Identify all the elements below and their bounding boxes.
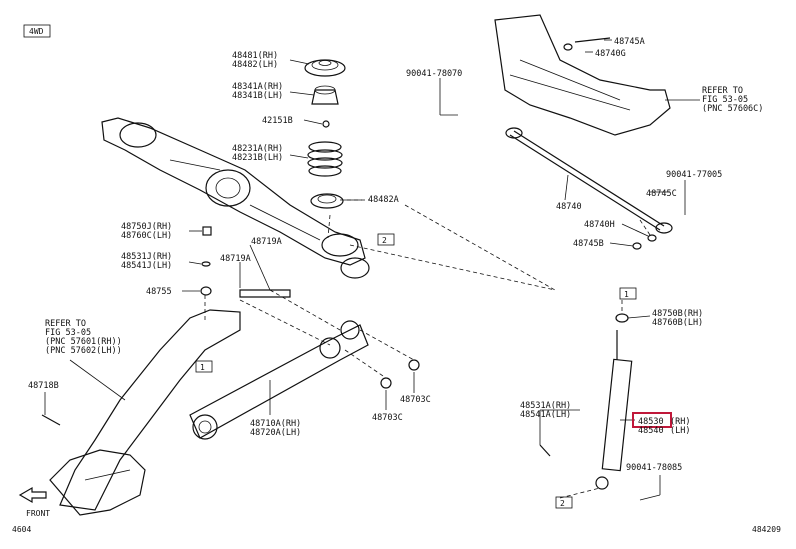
label-48341: 48341A(RH)48341B(LH): [232, 82, 283, 101]
shock-absorber: [595, 330, 633, 490]
bushing-48740h: [647, 234, 657, 242]
nut-48703c-2: [380, 377, 392, 389]
bolt-48719a-1: [239, 289, 291, 298]
label-48740: 48740: [556, 202, 582, 212]
lower-control-arm: [189, 320, 369, 440]
upper-insulator: [304, 59, 346, 77]
label-48703c-2: 48703C: [372, 413, 403, 423]
label-48755: 48755: [146, 287, 172, 297]
bolt-48718b: [41, 414, 61, 426]
label-90041-78085: 90041-78085: [626, 463, 682, 473]
label-48719a-2: 48719A: [220, 254, 251, 264]
shock-cushion: [615, 313, 629, 323]
callout-1-left-frame: [195, 360, 213, 373]
washer-48531j: [201, 261, 211, 267]
label-48710a: 48710A(RH)48720A(LH): [250, 419, 301, 438]
4wd-tag-frame: [23, 24, 51, 38]
body-side-member: [49, 309, 241, 516]
label-48481: 48481(RH)48482(LH): [232, 51, 278, 70]
label-48718b: 48718B: [28, 381, 59, 391]
label-48231: 48231A(RH)48231B(LH): [232, 144, 283, 163]
label-42151b: 42151B: [262, 116, 293, 126]
4wd-tag: 4WD: [29, 27, 44, 36]
label-48745c: 48745C: [646, 189, 677, 199]
callout-1-left: 1: [200, 363, 205, 372]
callout-2-bottom: 2: [560, 499, 565, 508]
label-48745b: 48745B: [573, 239, 604, 249]
code-right: 484209: [752, 525, 781, 534]
label-48531a: 48531A(RH)48541A(LH): [520, 401, 571, 420]
label-48750j: 48750J(RH)48760C(LH): [121, 222, 172, 241]
dashed-connections: [204, 199, 651, 499]
callout-1-right: 1: [624, 290, 629, 299]
label-48745a: 48745A: [614, 37, 645, 47]
nut-48755: [200, 286, 212, 296]
bump-stopper: [311, 85, 339, 105]
leader-lines: [44, 39, 700, 501]
label-48482a: 48482A: [368, 195, 399, 205]
label-48719a-1: 48719A: [251, 237, 282, 247]
part-labels: 48481(RH)48482(LH) 48341A(RH)48341B(LH) …: [28, 37, 763, 473]
label-48530-side: (RH)(LH): [670, 417, 690, 436]
callout-2-top-frame: [377, 233, 395, 246]
label-48750b: 48750B(RH)48760B(LH): [652, 309, 703, 328]
rear-cross-member: [494, 14, 671, 136]
bolt-48745a: [563, 37, 611, 51]
code-left: 4604: [12, 525, 31, 534]
nut-48745b: [632, 242, 642, 250]
callout-1-right-frame: [619, 287, 637, 300]
label-48703c-1: 48703C: [400, 395, 431, 405]
front-arrow-icon: [18, 486, 47, 504]
coil-spring: [307, 141, 343, 177]
label-90041-77005: 90041-77005: [666, 170, 722, 180]
label-48740g: 48740G: [595, 49, 626, 59]
nut-48703c-1: [408, 359, 420, 371]
front-label: FRONT: [26, 509, 50, 518]
rear-axle-housing: [101, 117, 370, 279]
lateral-control-rod: [505, 127, 673, 234]
bolt-90041-78085: [539, 444, 551, 457]
bushing-48750j: [202, 226, 212, 236]
bolt-42151b: [322, 120, 330, 128]
label-48740h: 48740H: [584, 220, 615, 230]
lower-insulator: [310, 193, 344, 209]
callout-2-bottom-frame: [555, 496, 573, 509]
label-90041-78070: 90041-78070: [406, 69, 462, 79]
highlight-48530-box: [632, 412, 672, 428]
label-48531j: 48531J(RH)48541J(LH): [121, 252, 172, 271]
callout-2-top: 2: [382, 236, 387, 245]
